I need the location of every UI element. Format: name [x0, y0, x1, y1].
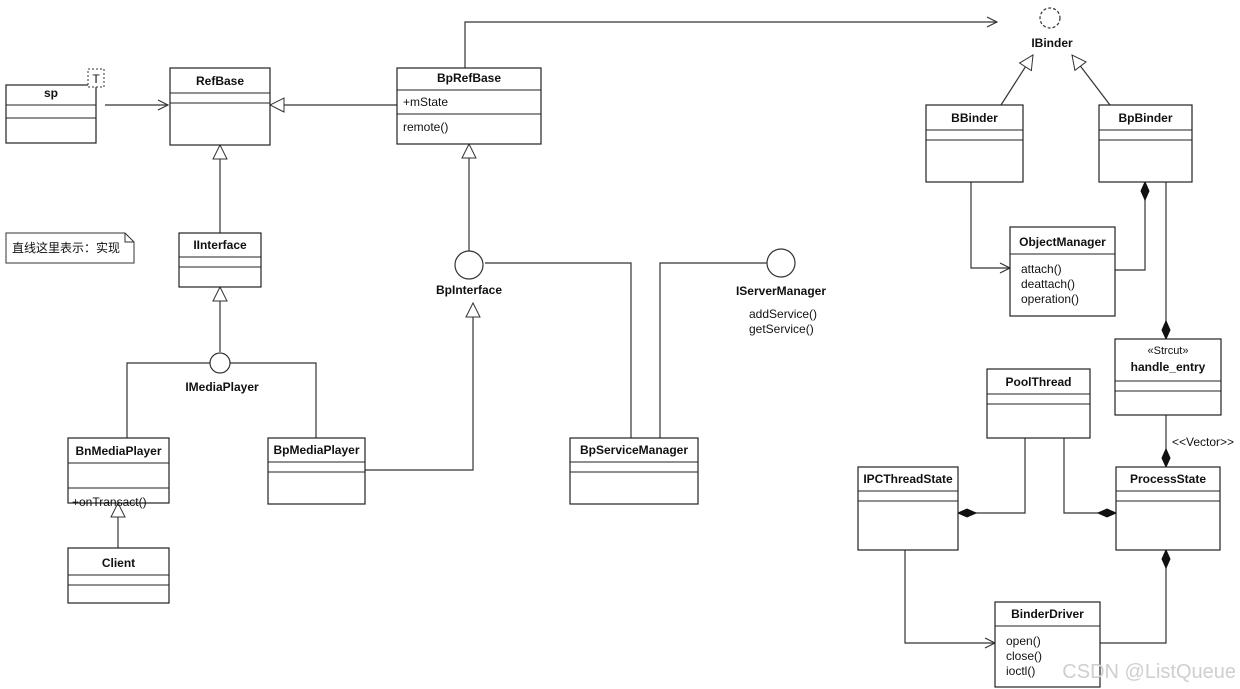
- interface-iservermanager[interactable]: IServerManager addService() getService(): [736, 248, 826, 336]
- class-refbase[interactable]: RefBase: [169, 67, 271, 146]
- interface-imediaplayer-circle: [209, 352, 231, 374]
- class-sp[interactable]: sp T: [5, 68, 105, 144]
- edge-bpbinder-ibinder: [1072, 55, 1111, 106]
- template-param: T: [92, 72, 100, 86]
- class-processstate[interactable]: ProcessState: [1115, 466, 1221, 551]
- edge-bbinder-objectmanager: [970, 182, 1010, 268]
- interface-bpinterface-circle: [454, 250, 484, 280]
- edge-ipcthreadstate-binderdriver: [904, 550, 995, 643]
- class-box: [169, 67, 271, 146]
- class-binderdriver[interactable]: BinderDriver open()close()ioctl(): [994, 601, 1101, 688]
- class-name: BpMediaPlayer: [273, 443, 359, 457]
- class-bpbinder[interactable]: BpBinder: [1098, 104, 1193, 183]
- template-badge: [87, 68, 105, 88]
- note: 直线这里表示：实现: [5, 232, 135, 264]
- class-name: BBinder: [951, 111, 998, 125]
- edge-bnmediaplayer-imediaplayer: [126, 362, 210, 438]
- edge-binderdriver-processstate: [1100, 550, 1166, 644]
- edge-poolthread-processstate: [1063, 438, 1116, 513]
- class-bprefbase[interactable]: BpRefBase +mState remote(): [396, 67, 542, 145]
- class-box: [1009, 226, 1116, 317]
- class-box: [396, 67, 542, 145]
- class-name: IInterface: [193, 238, 247, 252]
- class-objectmanager[interactable]: ObjectManager attach()deattach()operation…: [1009, 226, 1116, 317]
- class-box: [1114, 338, 1222, 416]
- class-box: [569, 437, 699, 505]
- class-box: [994, 601, 1101, 688]
- interface-ibinder-circle: [1039, 7, 1061, 29]
- interface-iservermanager-op: addService(): [749, 307, 817, 321]
- edge-label-vector: <<Vector>>: [1172, 435, 1234, 449]
- class-box: [67, 437, 170, 504]
- note-shape: [5, 232, 135, 264]
- class-bpservicemanager[interactable]: BpServiceManager: [569, 437, 699, 505]
- class-name: BpBinder: [1119, 111, 1173, 125]
- class-box: [5, 84, 97, 144]
- class-operation: close(): [1006, 649, 1042, 663]
- interface-imediaplayer[interactable]: IMediaPlayer: [185, 352, 259, 394]
- class-iinterface[interactable]: IInterface: [178, 232, 262, 288]
- interface-bpinterface[interactable]: BpInterface: [436, 250, 502, 297]
- class-operation: +onTransact(): [72, 495, 147, 509]
- class-box: [178, 232, 262, 288]
- class-name: BnMediaPlayer: [75, 444, 161, 458]
- interfaces: IBinder IMediaPlayer BpInterface IServer…: [185, 7, 1073, 394]
- connectors: [105, 22, 1166, 643]
- edge-bpmediaplayer-imediaplayer: [230, 362, 317, 438]
- class-stereotype: «Strcut»: [1148, 345, 1189, 357]
- class-poolthread[interactable]: PoolThread: [986, 368, 1091, 439]
- class-operation: operation(): [1021, 292, 1079, 306]
- watermark: CSDN @ListQueue: [1062, 661, 1236, 683]
- class-bnmediaplayer[interactable]: BnMediaPlayer +onTransact(): [67, 437, 170, 509]
- class-name: BpRefBase: [437, 71, 501, 85]
- class-name: RefBase: [196, 74, 244, 88]
- edge-bpservicemanager-bpinterface: [485, 262, 632, 438]
- interface-ibinder[interactable]: IBinder: [1031, 7, 1073, 50]
- edge-bprefbase-ibinder: [464, 22, 997, 68]
- class-name: Client: [102, 556, 135, 570]
- interface-iservermanager-circle: [766, 248, 796, 278]
- class-name: PoolThread: [1005, 375, 1071, 389]
- interface-bpinterface-label: BpInterface: [436, 283, 502, 297]
- class-name: ProcessState: [1130, 472, 1206, 486]
- class-handle-entry[interactable]: «Strcut» handle_entry: [1114, 338, 1222, 416]
- class-client[interactable]: Client: [67, 547, 170, 604]
- class-attribute: +mState: [403, 95, 448, 109]
- class-name: BinderDriver: [1011, 607, 1084, 621]
- class-ipcthreadstate[interactable]: IPCThreadState: [857, 466, 959, 551]
- edge-bpservicemanager-iservermanager: [659, 262, 769, 438]
- note-fold: [124, 233, 134, 243]
- class-name: handle_entry: [1131, 360, 1206, 374]
- edge-objectmanager-bpbinder: [1115, 182, 1145, 271]
- class-bbinder[interactable]: BBinder: [925, 104, 1024, 183]
- class-box: [1115, 466, 1221, 551]
- edge-bpmediaplayer-bpinterface: [365, 303, 473, 471]
- classes: sp T RefBase BpRefBase +mState remote() IInter…: [5, 67, 1222, 688]
- class-operation: attach(): [1021, 262, 1062, 276]
- interface-imediaplayer-label: IMediaPlayer: [185, 380, 259, 394]
- class-operation: ioctl(): [1006, 664, 1035, 678]
- class-name: IPCThreadState: [863, 472, 953, 486]
- class-operation: remote(): [403, 120, 448, 134]
- class-name: BpServiceManager: [580, 443, 688, 457]
- class-operation: deattach(): [1021, 277, 1075, 291]
- class-box: [267, 437, 366, 505]
- interface-ibinder-label: IBinder: [1031, 36, 1073, 50]
- edge-poolthread-ipcthreadstate: [958, 438, 1026, 513]
- edge-bbinder-ibinder: [1000, 55, 1033, 106]
- class-operation: open(): [1006, 634, 1041, 648]
- class-name: sp: [44, 86, 58, 100]
- class-box: [1098, 104, 1193, 183]
- note-text: 直线这里表示：实现: [12, 240, 120, 255]
- class-box: [857, 466, 959, 551]
- interface-iservermanager-op: getService(): [749, 322, 814, 336]
- class-name: ObjectManager: [1019, 235, 1106, 249]
- class-box: [925, 104, 1024, 183]
- class-bpmediaplayer[interactable]: BpMediaPlayer: [267, 437, 366, 505]
- interface-iservermanager-label: IServerManager: [736, 284, 826, 298]
